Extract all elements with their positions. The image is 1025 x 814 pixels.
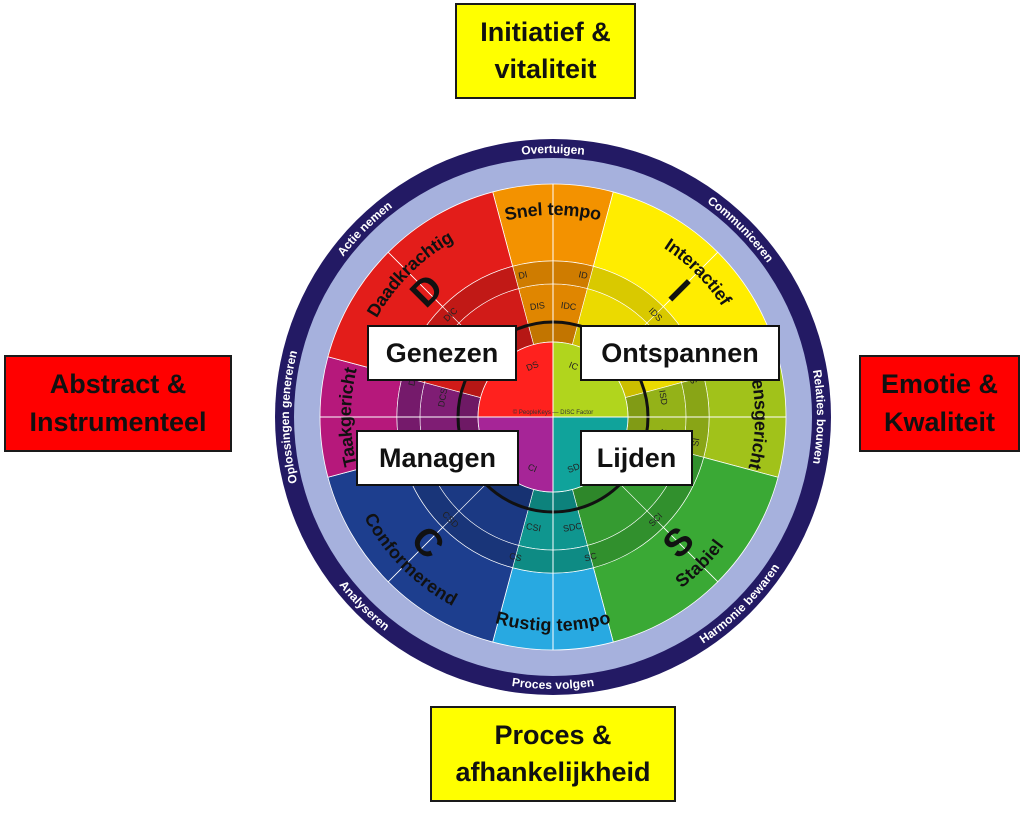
quadrant-box-left: Abstract & Instrumenteel: [4, 355, 232, 452]
label-managen: Managen: [356, 430, 519, 486]
middle-code-sc: SC: [583, 550, 598, 563]
middle-code-id: ID: [578, 269, 589, 281]
middle-outer-segment: [442, 265, 519, 324]
quadrant-box-bottom-line2: afhankelijkheid: [455, 757, 651, 787]
quadrant-box-right-line2: Kwaliteit: [883, 406, 996, 437]
quadrant-box-bottom: Proces & afhankelijkheid: [430, 706, 676, 802]
quadrant-box-top-line2: vitaliteit: [494, 54, 597, 84]
ring-label-overtuigen: Overtuigen: [521, 142, 586, 158]
label-ontspannen: Ontspannen: [580, 325, 780, 381]
inner-code-sdc: SDC: [562, 521, 583, 534]
quadrant-box-right-line1: Emotie &: [880, 369, 999, 400]
quadrant-box-left-line1: Abstract &: [49, 369, 187, 400]
middle-code-si: SI: [690, 437, 701, 447]
core-code-ic: IC: [568, 360, 581, 373]
core-code-ds: DS: [525, 359, 540, 373]
core-caption: © PeopleKeys — DISC Factor: [513, 409, 593, 416]
middle-code-di: DI: [517, 269, 528, 281]
label-lijden: Lijden: [580, 430, 693, 486]
quadrant-box-bottom-line1: Proces &: [494, 719, 612, 750]
core-code-ci: CI: [526, 462, 538, 475]
inner-code-idc: IDC: [560, 300, 577, 312]
quadrant-box-top: Initiatief & vitaliteit: [455, 3, 636, 99]
quadrant-box-right: Emotie & Kwaliteit: [859, 355, 1020, 452]
quadrant-box-top-line1: Initiatief &: [480, 16, 611, 47]
inner-code-isd: ISD: [657, 389, 670, 406]
ring-label-relaties-bouwen: Relaties bouwen: [810, 369, 828, 466]
inner-code-dis: DIS: [529, 300, 545, 312]
quadrant-box-left-line2: Instrumenteel: [29, 406, 207, 437]
label-genezen: Genezen: [367, 325, 517, 381]
inner-code-csi: CSI: [525, 521, 542, 533]
middle-code-cs: CS: [508, 551, 523, 564]
inner-code-dcs: DCS: [436, 387, 449, 407]
ring-label-proces-volgen: Proces volgen: [511, 675, 595, 692]
core-code-sd: SD: [566, 461, 582, 475]
